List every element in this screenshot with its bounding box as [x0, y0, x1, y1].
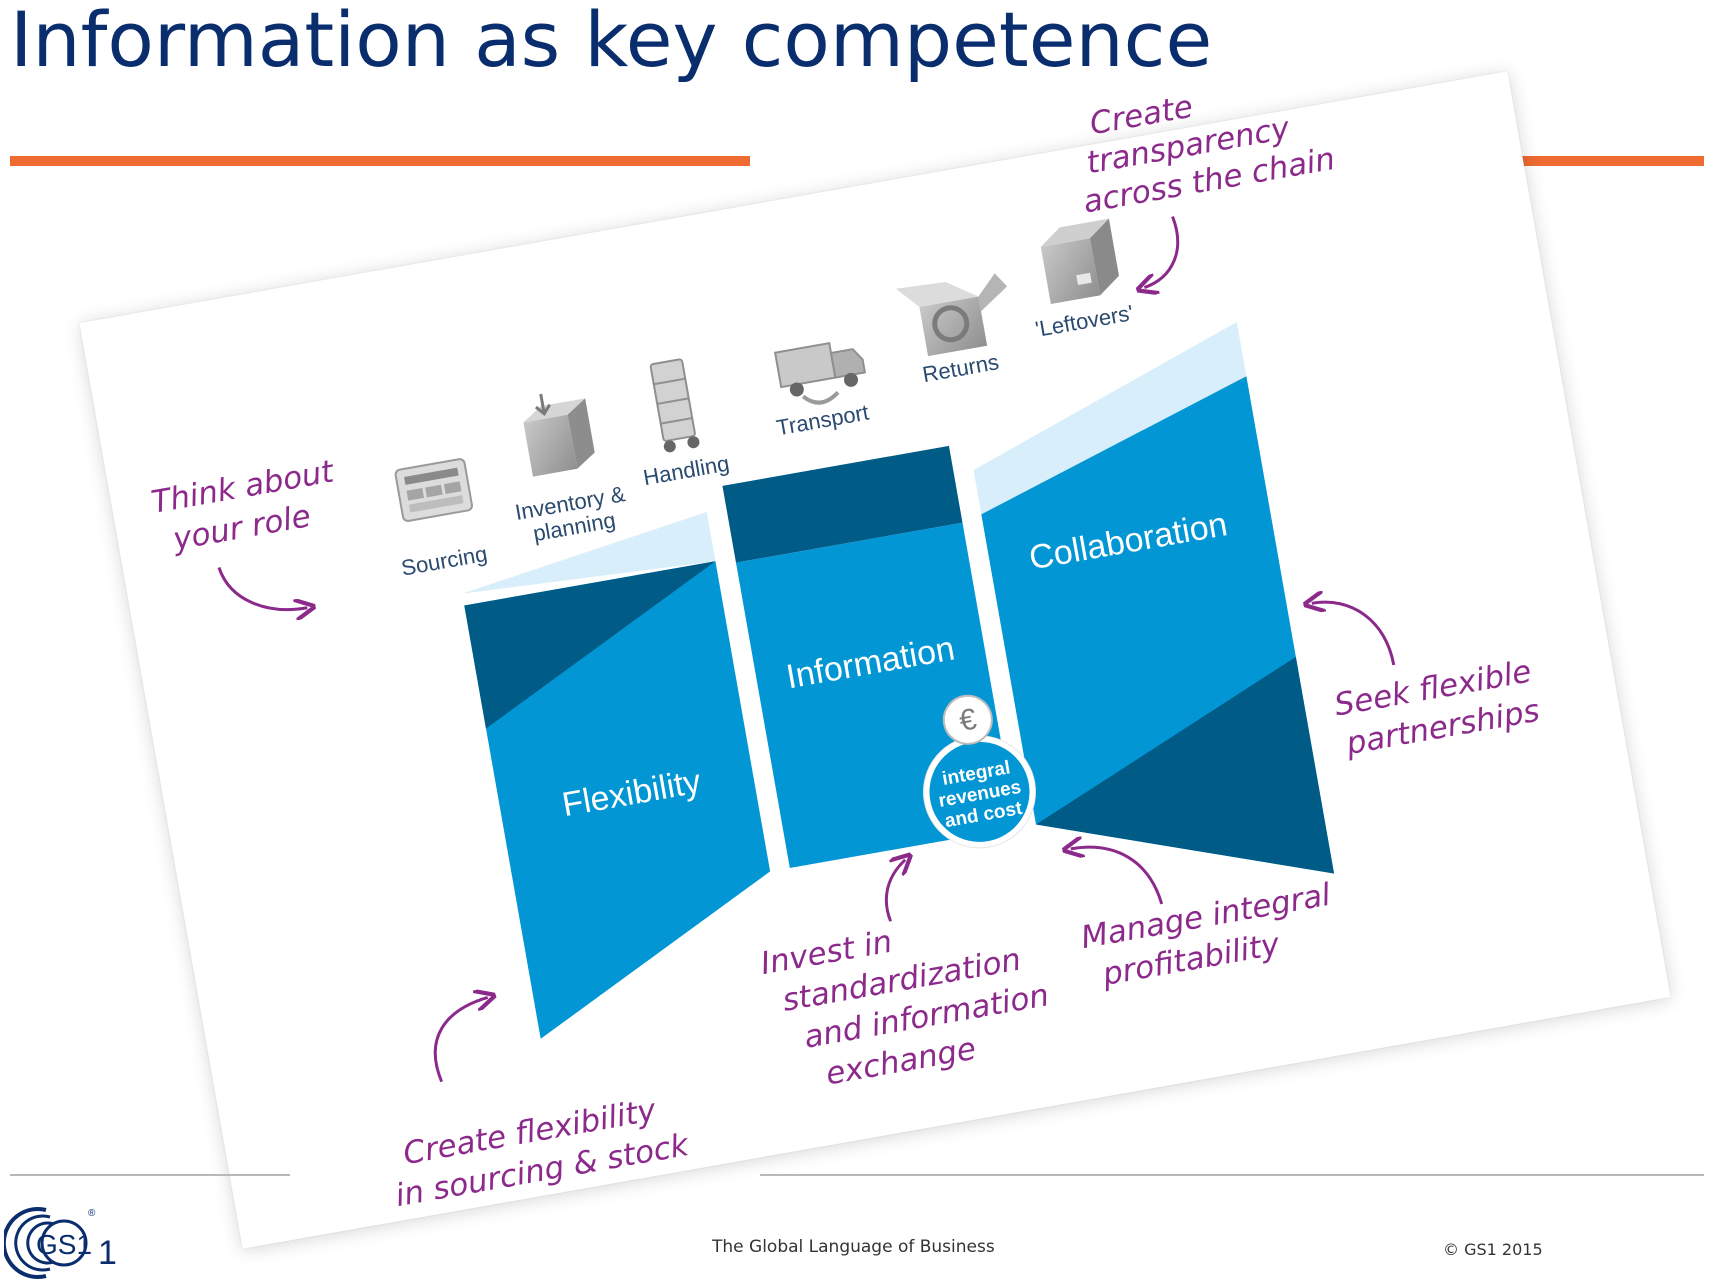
flexibility-panel-fold: [464, 561, 716, 729]
collaboration-panel-fold: [1036, 656, 1335, 874]
title-divider-left: [10, 156, 750, 166]
sourcing-icon: [394, 458, 473, 522]
information-top-band: [722, 445, 963, 563]
chain-step-transport: Transport: [774, 400, 870, 441]
arrow-create-flexibility: [433, 997, 500, 1083]
flexibility-top-shade: [462, 511, 716, 594]
truck-icon: [773, 341, 867, 405]
title-divider-right: [1480, 156, 1704, 166]
competence-diagram-photo: Flexibility Information Collaboration € …: [79, 71, 1671, 1249]
footer-divider-right: [760, 1174, 1704, 1176]
leftovers-box-icon: [1040, 218, 1119, 305]
gs1-logo: GS1 1 ®: [4, 1207, 117, 1279]
collaboration-top-shade: [973, 322, 1247, 515]
footer-tagline: The Global Language of Business: [712, 1237, 995, 1257]
gs1-logo-registered: ®: [88, 1208, 96, 1219]
gs1-logo-text: GS1: [36, 1229, 92, 1260]
chain-step-sourcing: Sourcing: [399, 541, 489, 581]
arrow-seek-flexible: [1312, 591, 1396, 666]
competence-diagram: Flexibility Information Collaboration € …: [149, 89, 1543, 1214]
inventory-box-icon: [523, 393, 595, 477]
footer-divider-left: [10, 1174, 290, 1176]
chain-step-handling: Handling: [641, 451, 731, 491]
hand-truck-icon: [649, 358, 700, 453]
arrow-transparency: [1133, 216, 1180, 287]
arrow-invest: [884, 860, 915, 922]
arrow-manage-profitability: [1071, 835, 1164, 905]
chain-step-leftovers: 'Leftovers': [1033, 300, 1135, 342]
euro-icon: €: [942, 694, 993, 745]
svg-text:€: €: [957, 703, 979, 738]
gs1-logo-digit: 1: [98, 1234, 117, 1272]
integral-revenues-badge: € integral revenues and cost: [922, 694, 1036, 849]
arrow-think-about-role: [217, 567, 307, 622]
footer-copyright: © GS1 2015: [1443, 1240, 1543, 1259]
returns-icon: [895, 273, 1008, 357]
slide-title: Information as key competence: [10, 0, 1213, 84]
